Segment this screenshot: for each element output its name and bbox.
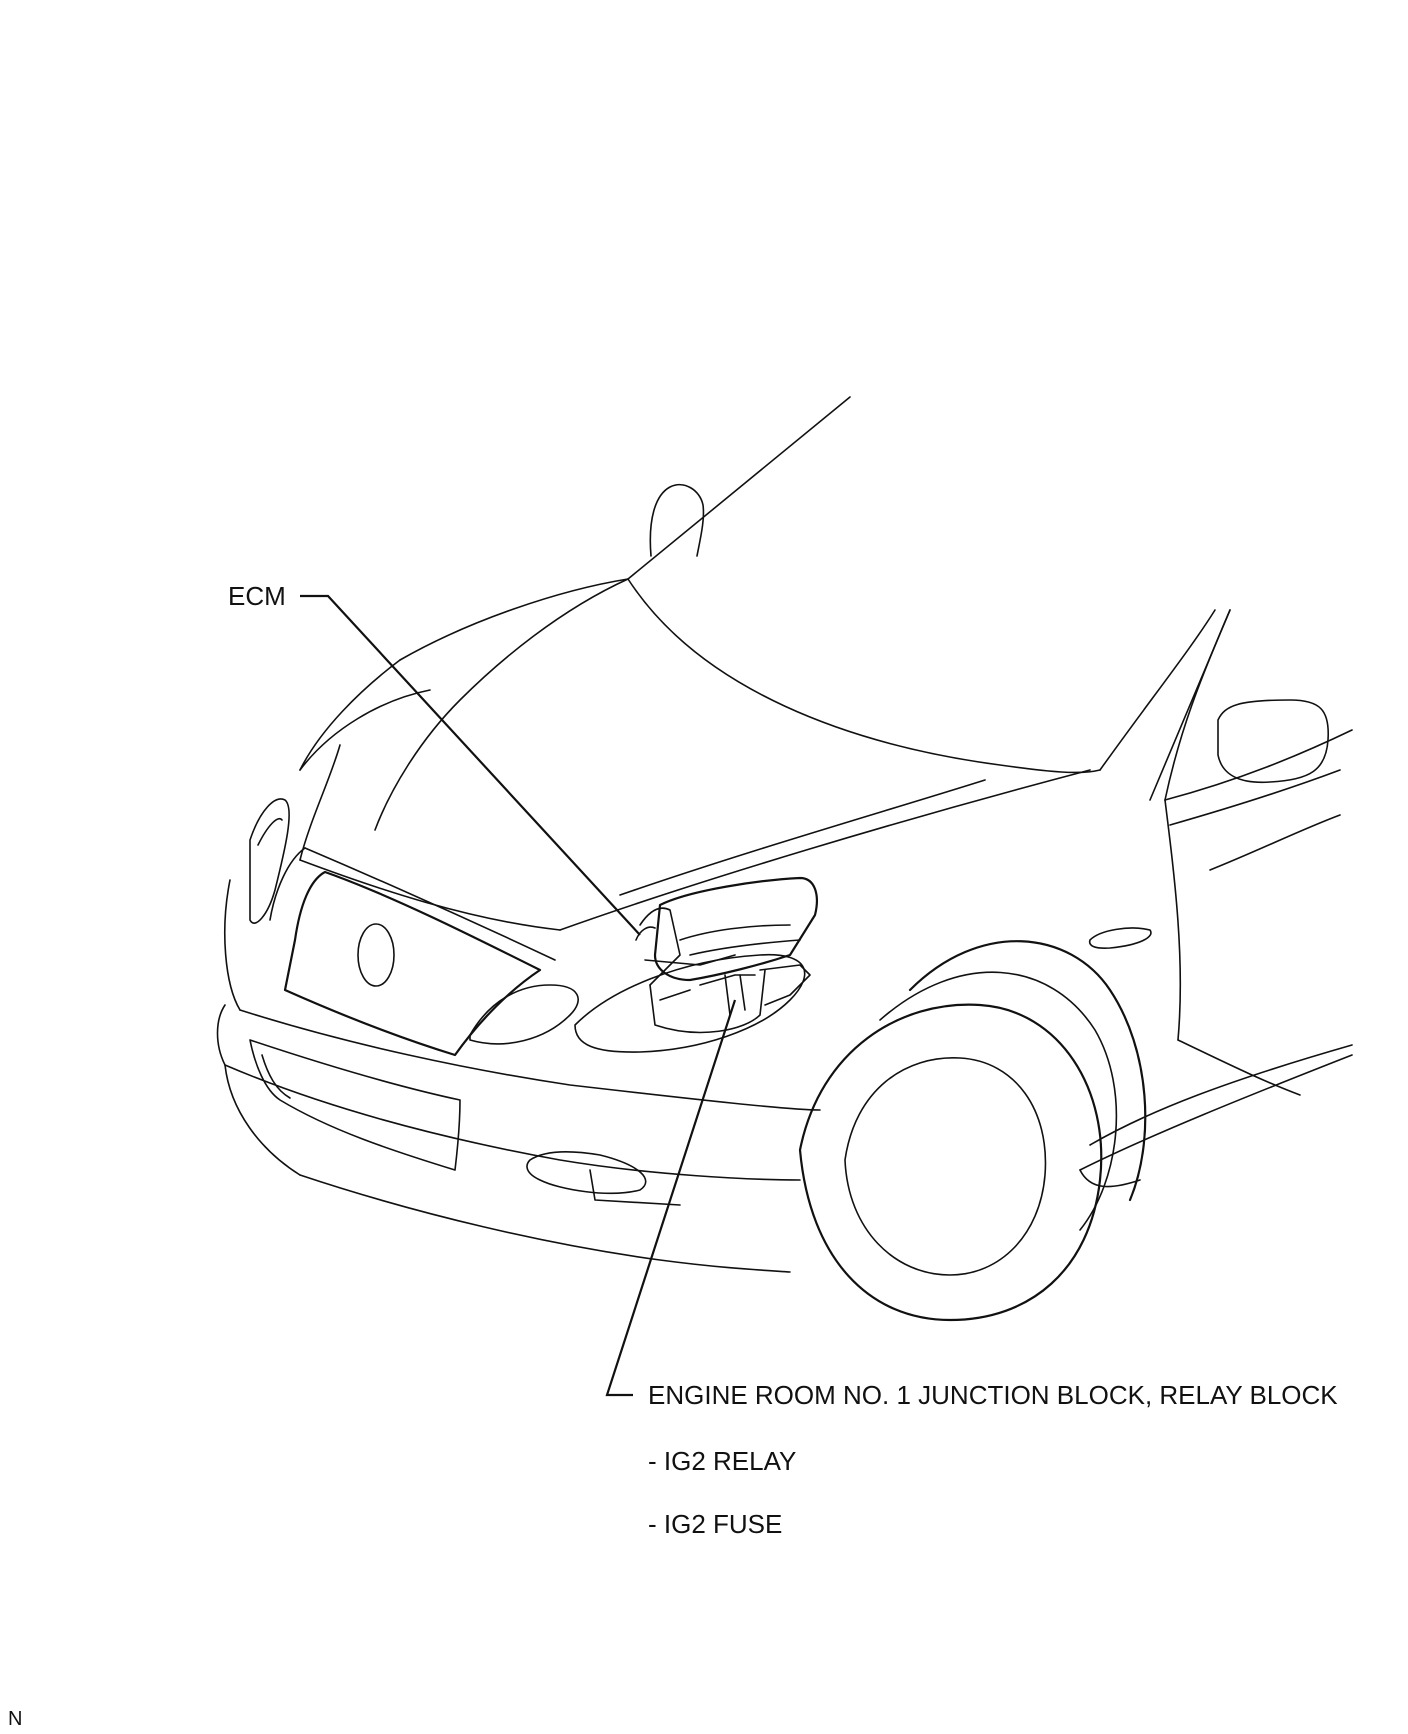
ecm-leader bbox=[300, 594, 641, 936]
ecm-label: ECM bbox=[228, 581, 286, 611]
junction-block-leader bbox=[605, 999, 737, 1397]
junction-block-label: ENGINE ROOM NO. 1 JUNCTION BLOCK, RELAY … bbox=[648, 1380, 1338, 1410]
ig2-fuse-label: - IG2 FUSE bbox=[648, 1509, 782, 1539]
vehicle-front-illustration bbox=[216, 396, 1353, 1322]
ig2-relay-label: - IG2 RELAY bbox=[648, 1446, 796, 1476]
corner-mark: N bbox=[8, 1708, 22, 1730]
leader-lines bbox=[300, 594, 737, 1397]
